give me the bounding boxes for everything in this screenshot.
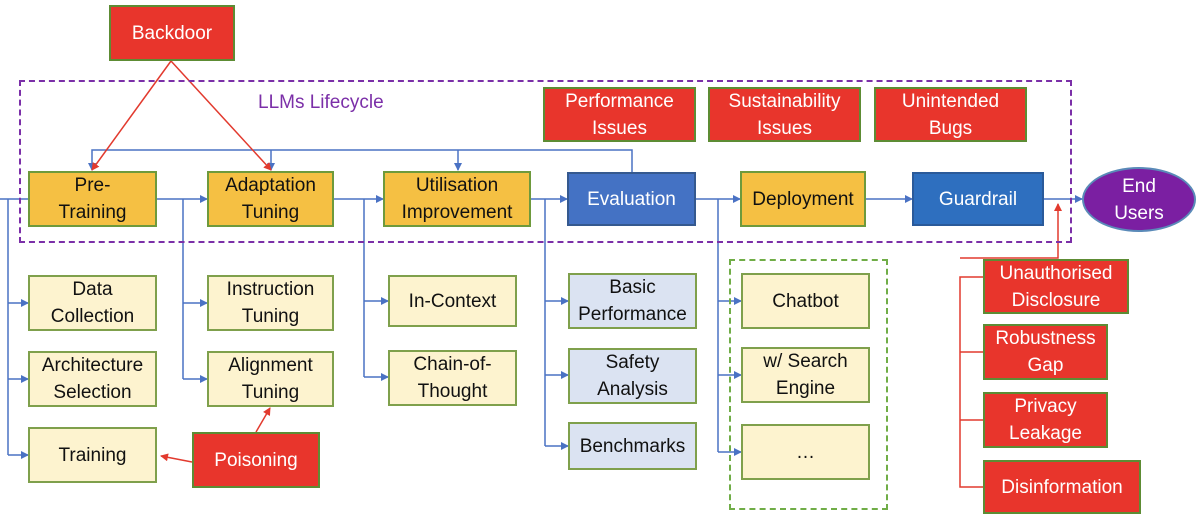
lifecycle-label: LLMs Lifecycle [258, 92, 384, 113]
substep-search-engine: w/ Search Engine [741, 347, 870, 403]
stage-pre-training: Pre- Training [28, 171, 157, 227]
poisoning-arrow-training [160, 453, 193, 463]
substep-alignment-tuning: Alignment Tuning [207, 351, 334, 407]
substep-safety-analysis: Safety Analysis [568, 348, 697, 404]
threat-disinformation: Disinformation [983, 460, 1141, 514]
substep-chatbot: Chatbot [741, 273, 870, 329]
threat-privacy-leakage: Privacy Leakage [983, 392, 1108, 448]
lifecycle-boundary [19, 80, 1072, 243]
risks-arrow-output [960, 203, 1062, 259]
backdoor-arrow-pretraining [91, 60, 172, 171]
threat-robustness-gap: Robustness Gap [983, 324, 1108, 380]
stage-guardrail: Guardrail [912, 172, 1044, 226]
end-users-node: End Users [1082, 167, 1196, 232]
threat-unintended-bugs: Unintended Bugs [874, 87, 1027, 142]
deployment-group-boundary [729, 259, 888, 510]
backdoor-arrow-adaptation [170, 60, 272, 171]
stage-deployment: Deployment [740, 171, 866, 227]
threat-unauthorised-disclosure: Unauthorised Disclosure [983, 259, 1129, 314]
substep-benchmarks: Benchmarks [568, 422, 697, 470]
risks-bracket [959, 276, 983, 488]
substep-instruction-tuning: Instruction Tuning [207, 275, 334, 331]
poisoning-arrow-alignment [255, 407, 271, 433]
stage-adaptation-tuning: Adaptation Tuning [207, 171, 334, 227]
substep-training: Training [28, 427, 157, 483]
substep-ellipsis: … [741, 424, 870, 480]
threat-poisoning: Poisoning [192, 432, 320, 488]
stage-utilisation-improvement: Utilisation Improvement [383, 171, 531, 227]
threat-performance-issues: Performance Issues [543, 87, 696, 142]
feedback-loop [88, 149, 633, 172]
substep-chain-of-thought: Chain-of- Thought [388, 350, 517, 406]
threat-backdoor: Backdoor [109, 5, 235, 61]
threat-sustainability-issues: Sustainability Issues [708, 87, 861, 142]
substep-basic-performance: Basic Performance [568, 273, 697, 329]
substep-in-context: In-Context [388, 275, 517, 327]
stage-evaluation: Evaluation [567, 172, 696, 226]
substep-data-collection: Data Collection [28, 275, 157, 331]
substep-architecture-selection: Architecture Selection [28, 351, 157, 407]
